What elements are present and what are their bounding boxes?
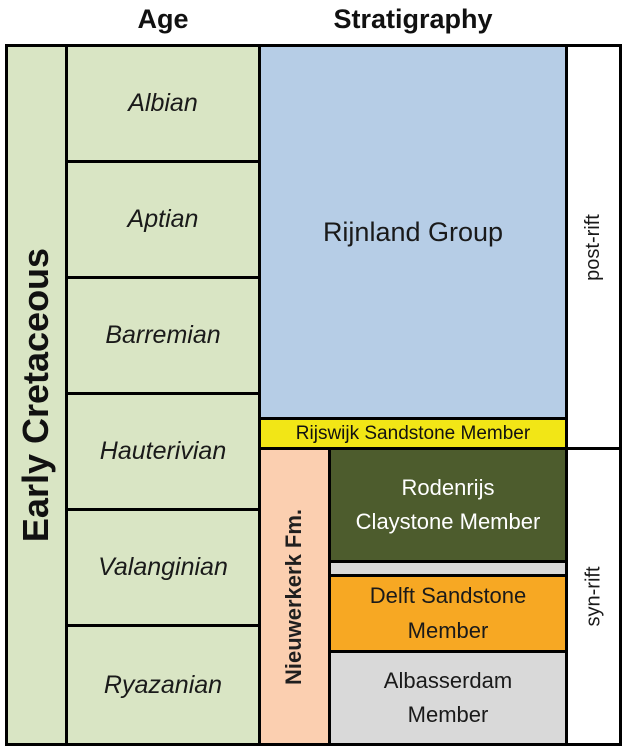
unit-label: Rijnland Group bbox=[322, 216, 504, 247]
unit-label: Rodenrijs Claystone Member bbox=[355, 474, 541, 534]
stratigraphy-column-header: Stratigraphy bbox=[333, 4, 493, 34]
unit-label: Rijswijk Sandstone Member bbox=[295, 422, 531, 444]
rift-phase-label: post-rift bbox=[582, 213, 604, 281]
unit-delft-sandstone-member: Delft Sandstone Member bbox=[331, 577, 565, 650]
unit-albasserdam-member: Albasserdam Member bbox=[331, 653, 565, 743]
thin-gray-interval bbox=[331, 563, 565, 574]
stratigraphic-table: Early Cretaceous Albian Aptian Barremian… bbox=[5, 44, 622, 746]
age-cell-hauterivian: Hauterivian bbox=[68, 395, 258, 508]
unit-label: Delft Sandstone Member bbox=[369, 583, 527, 643]
age-label: Hauterivian bbox=[99, 437, 227, 465]
age-column-header: Age bbox=[137, 4, 189, 34]
age-cell-albian: Albian bbox=[68, 47, 258, 160]
age-cell-ryazanian: Ryazanian bbox=[68, 627, 258, 743]
age-label: Barremian bbox=[105, 321, 221, 349]
era-cell-early-cretaceous: Early Cretaceous bbox=[8, 47, 65, 743]
unit-rodenrijs-claystone-member: Rodenrijs Claystone Member bbox=[331, 450, 565, 560]
unit-label: Nieuwerkerk Fm. bbox=[281, 508, 307, 685]
age-cell-valanginian: Valanginian bbox=[68, 511, 258, 624]
unit-nieuwerkerk-formation: Nieuwerkerk Fm. bbox=[261, 450, 328, 743]
age-cell-barremian: Barremian bbox=[68, 279, 258, 392]
era-label: Early Cretaceous bbox=[15, 247, 57, 543]
age-label: Albian bbox=[128, 89, 198, 117]
rift-phase-post-rift: post-rift bbox=[568, 47, 619, 447]
unit-rijnland-group: Rijnland Group bbox=[261, 47, 565, 417]
rift-phase-syn-rift: syn-rift bbox=[568, 450, 619, 743]
unit-rijswijk-sandstone-member: Rijswijk Sandstone Member bbox=[261, 420, 565, 447]
age-cell-aptian: Aptian bbox=[68, 163, 258, 276]
unit-label: Albasserdam Member bbox=[383, 667, 513, 727]
rift-phase-label: syn-rift bbox=[582, 566, 604, 627]
age-label: Valanginian bbox=[98, 553, 228, 581]
age-label: Ryazanian bbox=[103, 670, 223, 699]
age-label: Aptian bbox=[127, 205, 199, 233]
